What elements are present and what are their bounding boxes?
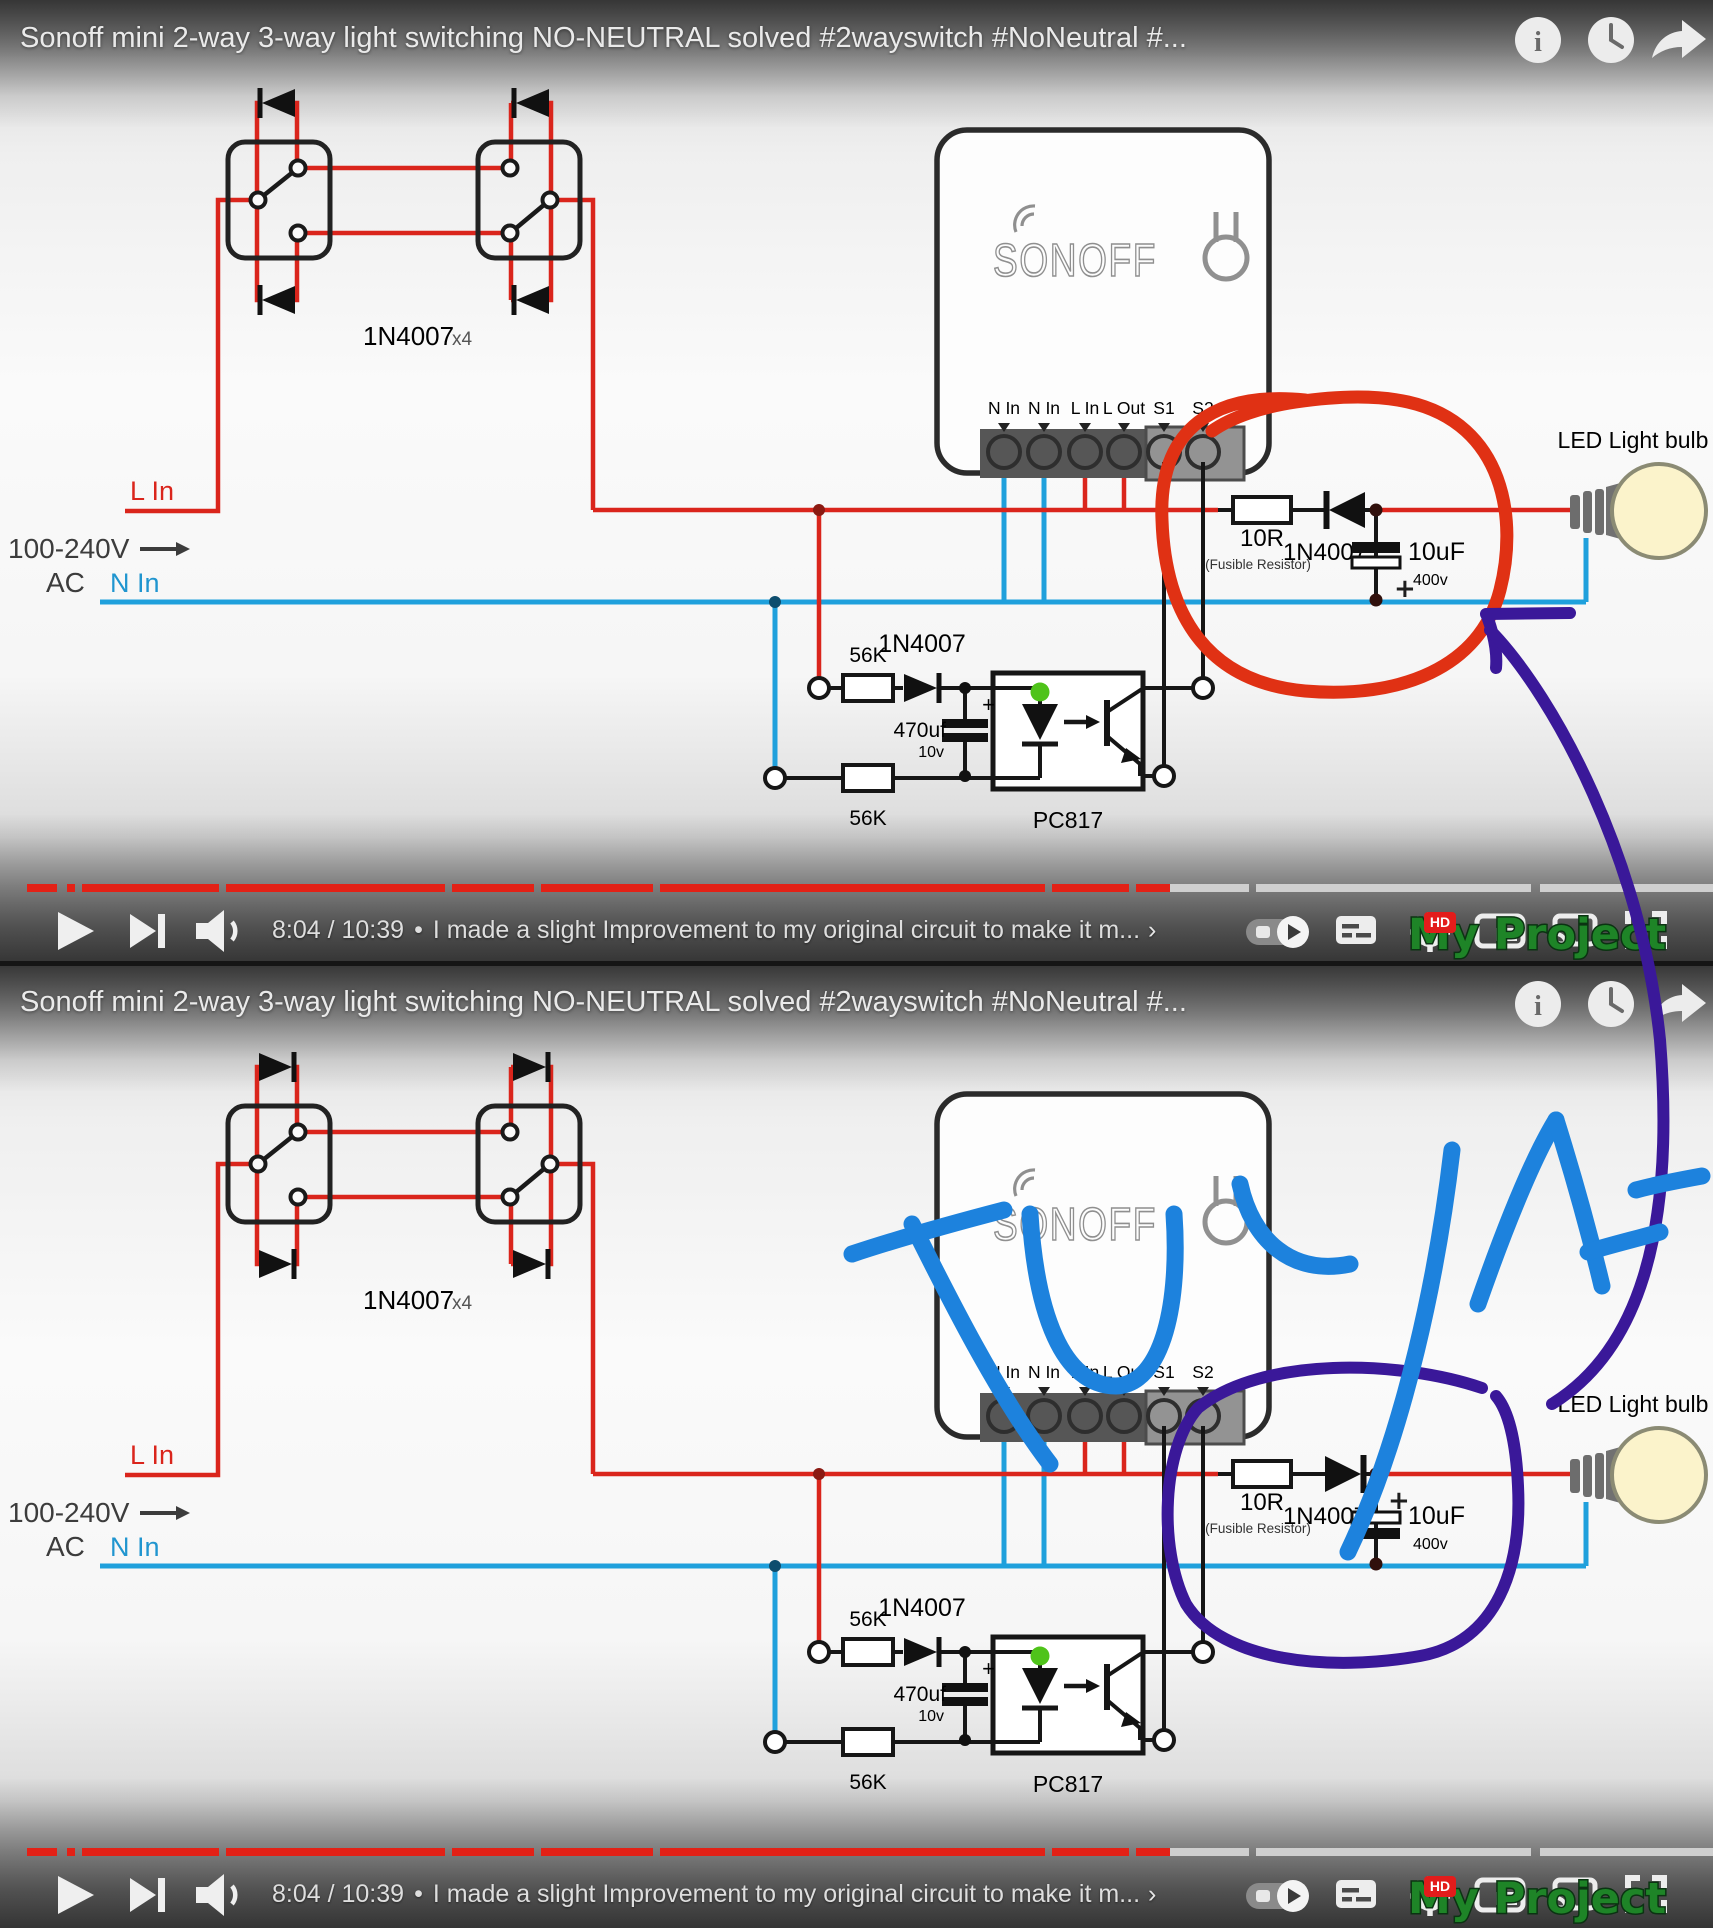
subtitles-icon[interactable] xyxy=(1336,1880,1376,1908)
play-button[interactable] xyxy=(58,912,94,950)
player-controls: 8:04 / 10:39•I made a slight Improvement… xyxy=(0,902,1713,964)
volume-icon[interactable] xyxy=(196,910,238,952)
info-icon[interactable]: i xyxy=(1515,17,1561,63)
cap-plus: + xyxy=(1388,1486,1409,1516)
frame-divider xyxy=(0,961,1713,966)
autoplay-toggle[interactable] xyxy=(1246,916,1309,948)
cast-icon[interactable] xyxy=(1552,1877,1598,1911)
svg-text:i: i xyxy=(1534,991,1542,1022)
chapter-chevron-icon[interactable]: › xyxy=(1148,916,1157,944)
autoplay-toggle[interactable] xyxy=(1246,1880,1309,1912)
share-icon[interactable] xyxy=(1652,20,1706,58)
volume-icon[interactable] xyxy=(196,1874,238,1916)
player-controls: 8:04 / 10:39•I made a slight Improvement… xyxy=(0,1866,1713,1928)
chapter-chevron-icon[interactable]: › xyxy=(1148,1880,1157,1908)
watch-later-icon[interactable] xyxy=(1588,981,1634,1027)
circuit-diagram: + xyxy=(0,964,1713,1928)
video-progress-bar[interactable] xyxy=(0,884,1713,892)
hd-badge: HD xyxy=(1424,1876,1456,1897)
svg-text:i: i xyxy=(1534,27,1542,58)
hd-badge: HD xyxy=(1424,912,1456,933)
top-gradient xyxy=(0,964,1713,1092)
circuit-diagram: + xyxy=(0,0,1713,964)
play-button[interactable] xyxy=(58,1876,94,1914)
info-icon[interactable]: i xyxy=(1515,981,1561,1027)
next-button[interactable] xyxy=(130,1878,165,1912)
share-icon[interactable] xyxy=(1652,984,1706,1022)
video-title: Sonoff mini 2-way 3-way light switching … xyxy=(20,986,1187,1018)
current-time: 8:04 / 10:39 xyxy=(272,1880,405,1908)
fullscreen-icon[interactable] xyxy=(1625,1875,1667,1913)
subtitles-icon[interactable] xyxy=(1336,916,1376,944)
video-frame-bottom: + Sonoff mini 2-way 3-way light switchin… xyxy=(0,964,1713,1928)
video-title-bar: Sonoff mini 2-way 3-way light switching … xyxy=(0,964,1713,1046)
chapter-note: I made a slight Improvement to my origin… xyxy=(432,1880,1141,1908)
time-display: 8:04 / 10:39•I made a slight Improvement… xyxy=(272,916,1157,944)
video-frame-top: + Sonoff mini 2-way 3-way light switchin… xyxy=(0,0,1713,964)
chapter-note: I made a slight Improvement to my origin… xyxy=(432,916,1141,944)
cap-plus: + xyxy=(1394,574,1415,604)
video-title: Sonoff mini 2-way 3-way light switching … xyxy=(20,22,1187,54)
current-time: 8:04 / 10:39 xyxy=(272,916,405,944)
next-button[interactable] xyxy=(130,914,165,948)
miniplayer-icon[interactable] xyxy=(1474,1877,1526,1913)
video-title-bar: Sonoff mini 2-way 3-way light switching … xyxy=(0,0,1713,82)
video-progress-bar[interactable] xyxy=(0,1848,1713,1856)
watch-later-icon[interactable] xyxy=(1588,17,1634,63)
time-display: 8:04 / 10:39•I made a slight Improvement… xyxy=(272,1880,1157,1908)
